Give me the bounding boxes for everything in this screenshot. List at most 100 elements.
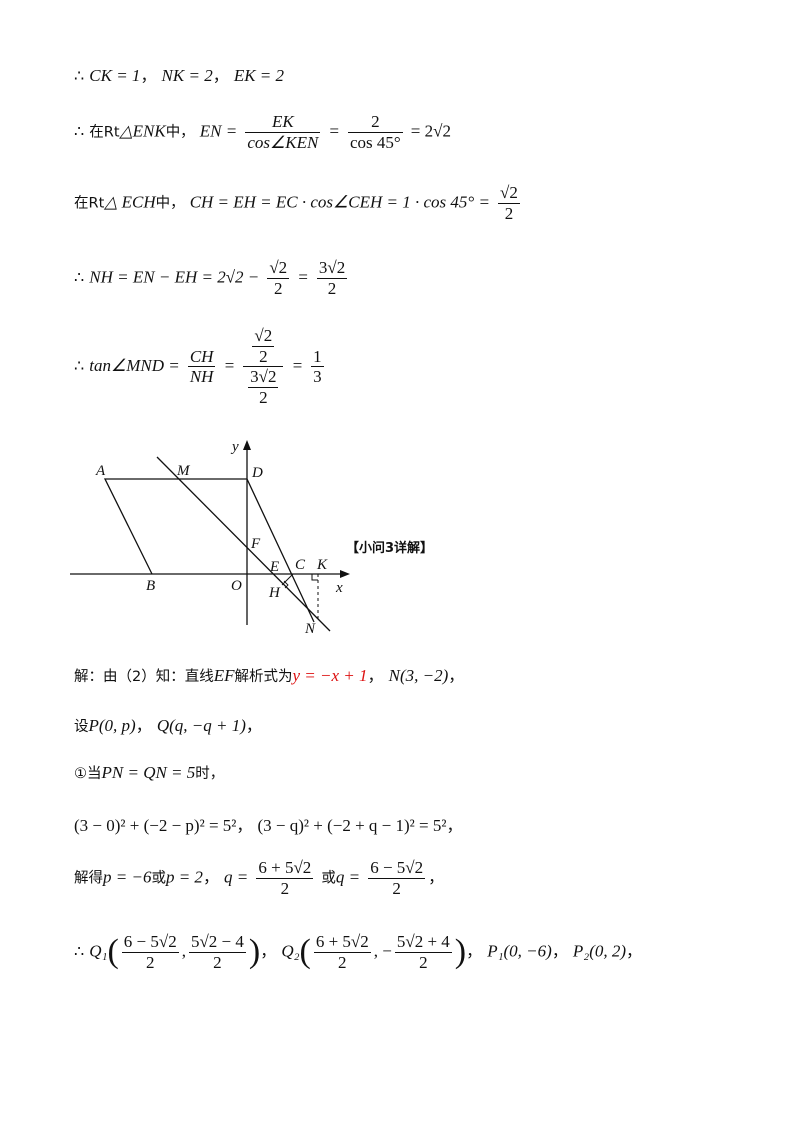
frac-den: cos 45° <box>349 132 401 152</box>
equation-q: (3 − q)² + (−2 + q − 1)² = 5² <box>257 816 447 835</box>
text-prefix: 解：由（2）知：直线 <box>74 669 214 685</box>
or-word: 或 <box>321 870 336 887</box>
segment-ch <box>281 573 294 586</box>
frac-den: NH <box>189 367 214 387</box>
point-p1: P₁(0, −6) <box>487 941 552 961</box>
en-result: = 2√2 <box>410 121 451 141</box>
text-end: 时， <box>195 766 225 782</box>
right-angle-h <box>283 580 289 589</box>
frac-num: 6 + 5√2 <box>313 932 371 953</box>
therefore-symbol: ∴ <box>74 356 85 376</box>
frac-num: 3√2 <box>248 367 279 388</box>
line-ef-equation: 解：由（2）知：直线EF解析式为y = −x + 1， N(3, −2)， <box>74 662 464 686</box>
frac-num: 5√2 − 4 <box>188 932 246 953</box>
comma: ， <box>466 941 483 961</box>
nk-value: NK = 2 <box>161 66 213 85</box>
en-lhs: EN = <box>199 121 238 141</box>
text-prefix: 在Rt <box>74 195 105 212</box>
point-q2-label: Q₂ <box>281 941 300 961</box>
frac-den: 2 <box>419 952 428 972</box>
frac-num: CH <box>187 346 216 368</box>
triangle-ech: △ ECH <box>104 192 156 212</box>
paren-open: ( <box>299 933 311 971</box>
therefore-symbol: ∴ <box>74 66 85 85</box>
comma: ， <box>236 816 253 835</box>
comma: ， <box>448 666 465 685</box>
separator: , − <box>373 941 392 961</box>
ck-value: CK = 1 <box>89 66 141 85</box>
frac-den: 2 <box>392 878 401 898</box>
line-ch-calc: 在Rt△ ECH中， CH = EH = EC · cos∠CEH = 1 · … <box>74 183 523 223</box>
comma: ， <box>245 716 262 735</box>
comma: ， <box>202 867 219 887</box>
point-q1-label: Q₁ <box>89 941 108 961</box>
comma: ， <box>446 816 463 835</box>
frac-den: 2 <box>327 278 337 298</box>
equals: = <box>297 267 309 287</box>
label-m: M <box>176 463 191 479</box>
therefore-symbol: ∴ <box>74 267 85 287</box>
paren-open: ( <box>107 933 119 971</box>
p-solution-1: p = −6 <box>103 867 152 887</box>
x-axis-arrow <box>340 570 350 578</box>
frac-num: 3√2 <box>316 258 348 279</box>
nh-expression: NH = EN − EH = 2√2 − <box>89 267 260 287</box>
comma: ， <box>428 867 445 887</box>
q-label: q = <box>224 867 249 887</box>
text-mid: 中， <box>165 124 195 141</box>
comma: ， <box>140 66 157 85</box>
therefore-symbol: ∴ <box>74 941 85 961</box>
therefore-symbol: ∴ <box>74 121 85 141</box>
frac-num: 6 − 5√2 <box>121 932 179 953</box>
frac-num: 2 <box>347 112 403 133</box>
frac-den: 2 <box>338 952 347 972</box>
text-prefix: 在Rt <box>89 124 120 141</box>
frac-den: cos∠KEN <box>247 132 319 152</box>
paren-close: ) <box>454 933 467 971</box>
text-mid: 解析式为 <box>234 669 293 685</box>
frac-num: √2 <box>498 183 520 204</box>
label-e: E <box>269 559 279 575</box>
line-ck-nk-ek: ∴ CK = 1， NK = 2， EK = 2 <box>74 62 284 86</box>
right-angle-k <box>311 574 318 581</box>
frac-num: 1 <box>311 346 324 368</box>
line-case-1: ①当PN = QN = 5时， <box>74 762 224 783</box>
text-prefix: 设 <box>74 719 89 735</box>
label-x: x <box>335 580 343 596</box>
label-f: F <box>250 536 261 552</box>
label-k: K <box>316 557 328 573</box>
label-a: A <box>95 463 106 479</box>
frac-num: EK <box>245 112 321 133</box>
line-ef <box>156 456 331 632</box>
label-b: B <box>146 578 155 594</box>
p-solution-2: p = 2 <box>165 867 203 887</box>
comma: ， <box>260 941 277 961</box>
comma: ， <box>367 666 384 685</box>
point-n: N(3, −2) <box>388 666 449 685</box>
q-label: q = <box>335 867 361 887</box>
case-expression: PN = QN = 5 <box>101 763 196 782</box>
comma: ， <box>212 66 229 85</box>
ef-name: EF <box>213 666 235 685</box>
or-word: 或 <box>151 870 166 887</box>
label-o: O <box>231 578 242 594</box>
equals: = <box>291 356 304 376</box>
text-mid: 中， <box>155 195 185 212</box>
tan-lhs: tan∠MND = <box>89 356 180 376</box>
frac-num: √2 <box>267 258 290 279</box>
label-n: N <box>304 621 316 637</box>
text-prefix: 解得 <box>74 870 103 887</box>
